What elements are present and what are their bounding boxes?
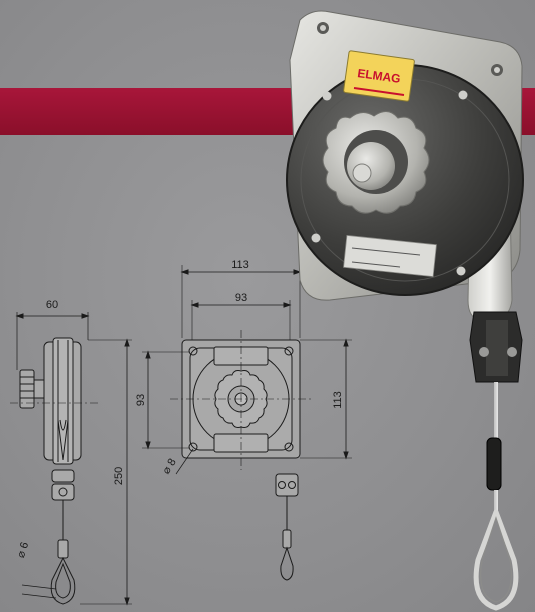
balancer-photo: ELMAG: [286, 10, 524, 611]
dim-side-depth: 60: [46, 299, 58, 311]
dim-front-height-inner: 93: [135, 394, 147, 406]
front-view: [142, 265, 352, 581]
dim-front-width-outer: 113: [231, 259, 249, 271]
technical-drawing: [10, 265, 352, 606]
side-view: [10, 312, 132, 606]
dim-total-height: 250: [113, 467, 125, 485]
dim-front-height-outer: 113: [332, 391, 344, 409]
dim-front-width-inner: 93: [235, 292, 247, 304]
dim-cable-diameter: ⌀ 6: [15, 541, 31, 560]
brand-logo-text: ELMAG: [357, 66, 402, 86]
dim-hole-diameter: ⌀ 8: [160, 457, 179, 477]
